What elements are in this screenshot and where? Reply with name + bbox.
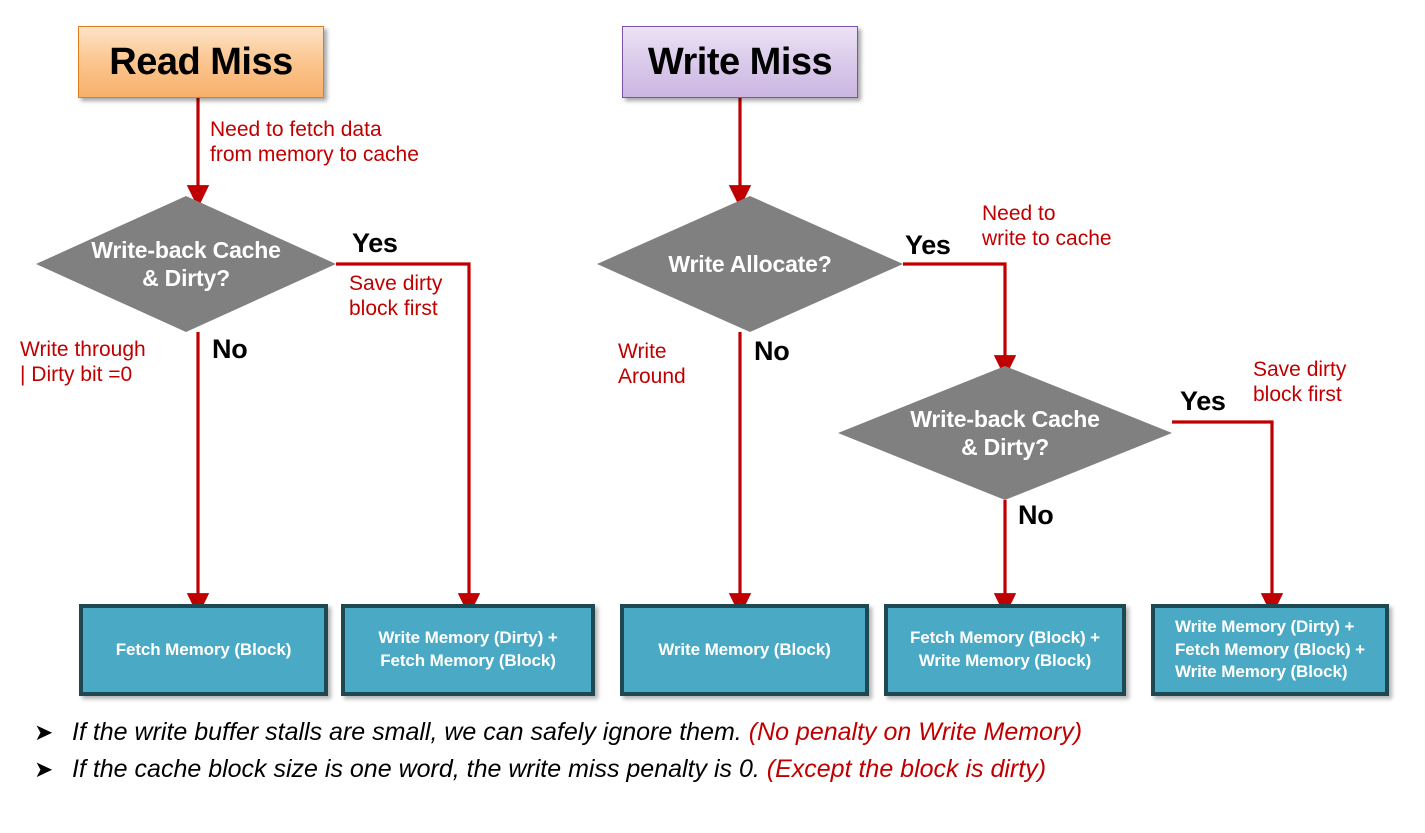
edge-label-yes-1: Yes [352, 228, 398, 258]
note-item-1: ➤ If the write buffer stalls are small, … [34, 718, 1394, 747]
note-text-red: (Except the block is dirty) [766, 755, 1047, 783]
edge-label-no-3: No [1018, 500, 1054, 530]
node-write-miss[interactable]: Write Miss [622, 26, 858, 98]
decision-write-back-cache-dirty-right[interactable]: Write-back Cache & Dirty? [838, 366, 1172, 500]
edge-label-save-dirty-1: Save dirty block first [349, 272, 443, 320]
edge-label-yes-2: Yes [905, 230, 951, 260]
edge-label-no-1: No [212, 334, 248, 364]
result-fetch-memory-block[interactable]: Fetch Memory (Block) [79, 604, 328, 696]
result-write-memory-block[interactable]: Write Memory (Block) [620, 604, 869, 696]
note-text-black: If the cache block size is one word, the… [72, 755, 767, 783]
result-label: Write Memory (Dirty) + Fetch Memory (Blo… [1174, 616, 1366, 682]
bullet-arrow-icon: ➤ [34, 719, 54, 745]
result-label: Fetch Memory (Block) [115, 639, 292, 659]
edge-d2-yes [903, 262, 1017, 379]
node-read-miss-label: Read Miss [109, 40, 293, 83]
diamond-shape [838, 366, 1172, 500]
edge-label-need-fetch: Need to fetch data from memory to cache [210, 118, 419, 166]
edge-label-yes-3: Yes [1180, 386, 1226, 416]
result-label: Write Memory (Dirty) + Fetch Memory (Blo… [378, 628, 558, 670]
result-label: Fetch Memory (Block) + Write Memory (Blo… [909, 628, 1101, 670]
edge-label-write-through: Write through | Dirty bit =0 [20, 338, 146, 386]
edge-label-save-dirty-2: Save dirty block first [1253, 358, 1347, 406]
edge-label-need-write-cache: Need to write to cache [982, 202, 1112, 250]
result-label: Write Memory (Block) [658, 639, 831, 659]
result-fetch-write-memory[interactable]: Fetch Memory (Block) + Write Memory (Blo… [884, 604, 1126, 696]
decision-write-back-cache-dirty-left[interactable]: Write-back Cache & Dirty? [36, 196, 336, 332]
edge-d3-yes [1172, 420, 1284, 617]
edge-label-write-around: Write Around [618, 340, 686, 388]
note-text-black: If the write buffer stalls are small, we… [72, 718, 749, 746]
node-write-miss-label: Write Miss [647, 40, 833, 83]
note-text-red: (No penalty on Write Memory) [748, 718, 1083, 746]
note-item-2: ➤ If the cache block size is one word, t… [34, 755, 1394, 784]
node-read-miss[interactable]: Read Miss [78, 26, 324, 98]
diamond-shape [36, 196, 336, 332]
result-write-dirty-fetch-write[interactable]: Write Memory (Dirty) + Fetch Memory (Blo… [1151, 604, 1389, 696]
edge-label-no-2: No [754, 336, 790, 366]
result-write-dirty-fetch[interactable]: Write Memory (Dirty) + Fetch Memory (Blo… [341, 604, 595, 696]
bullet-arrow-icon: ➤ [34, 756, 54, 782]
notes-list: ➤ If the write buffer stalls are small, … [34, 718, 1394, 792]
diamond-shape [597, 196, 903, 332]
decision-write-allocate[interactable]: Write Allocate? [597, 196, 903, 332]
